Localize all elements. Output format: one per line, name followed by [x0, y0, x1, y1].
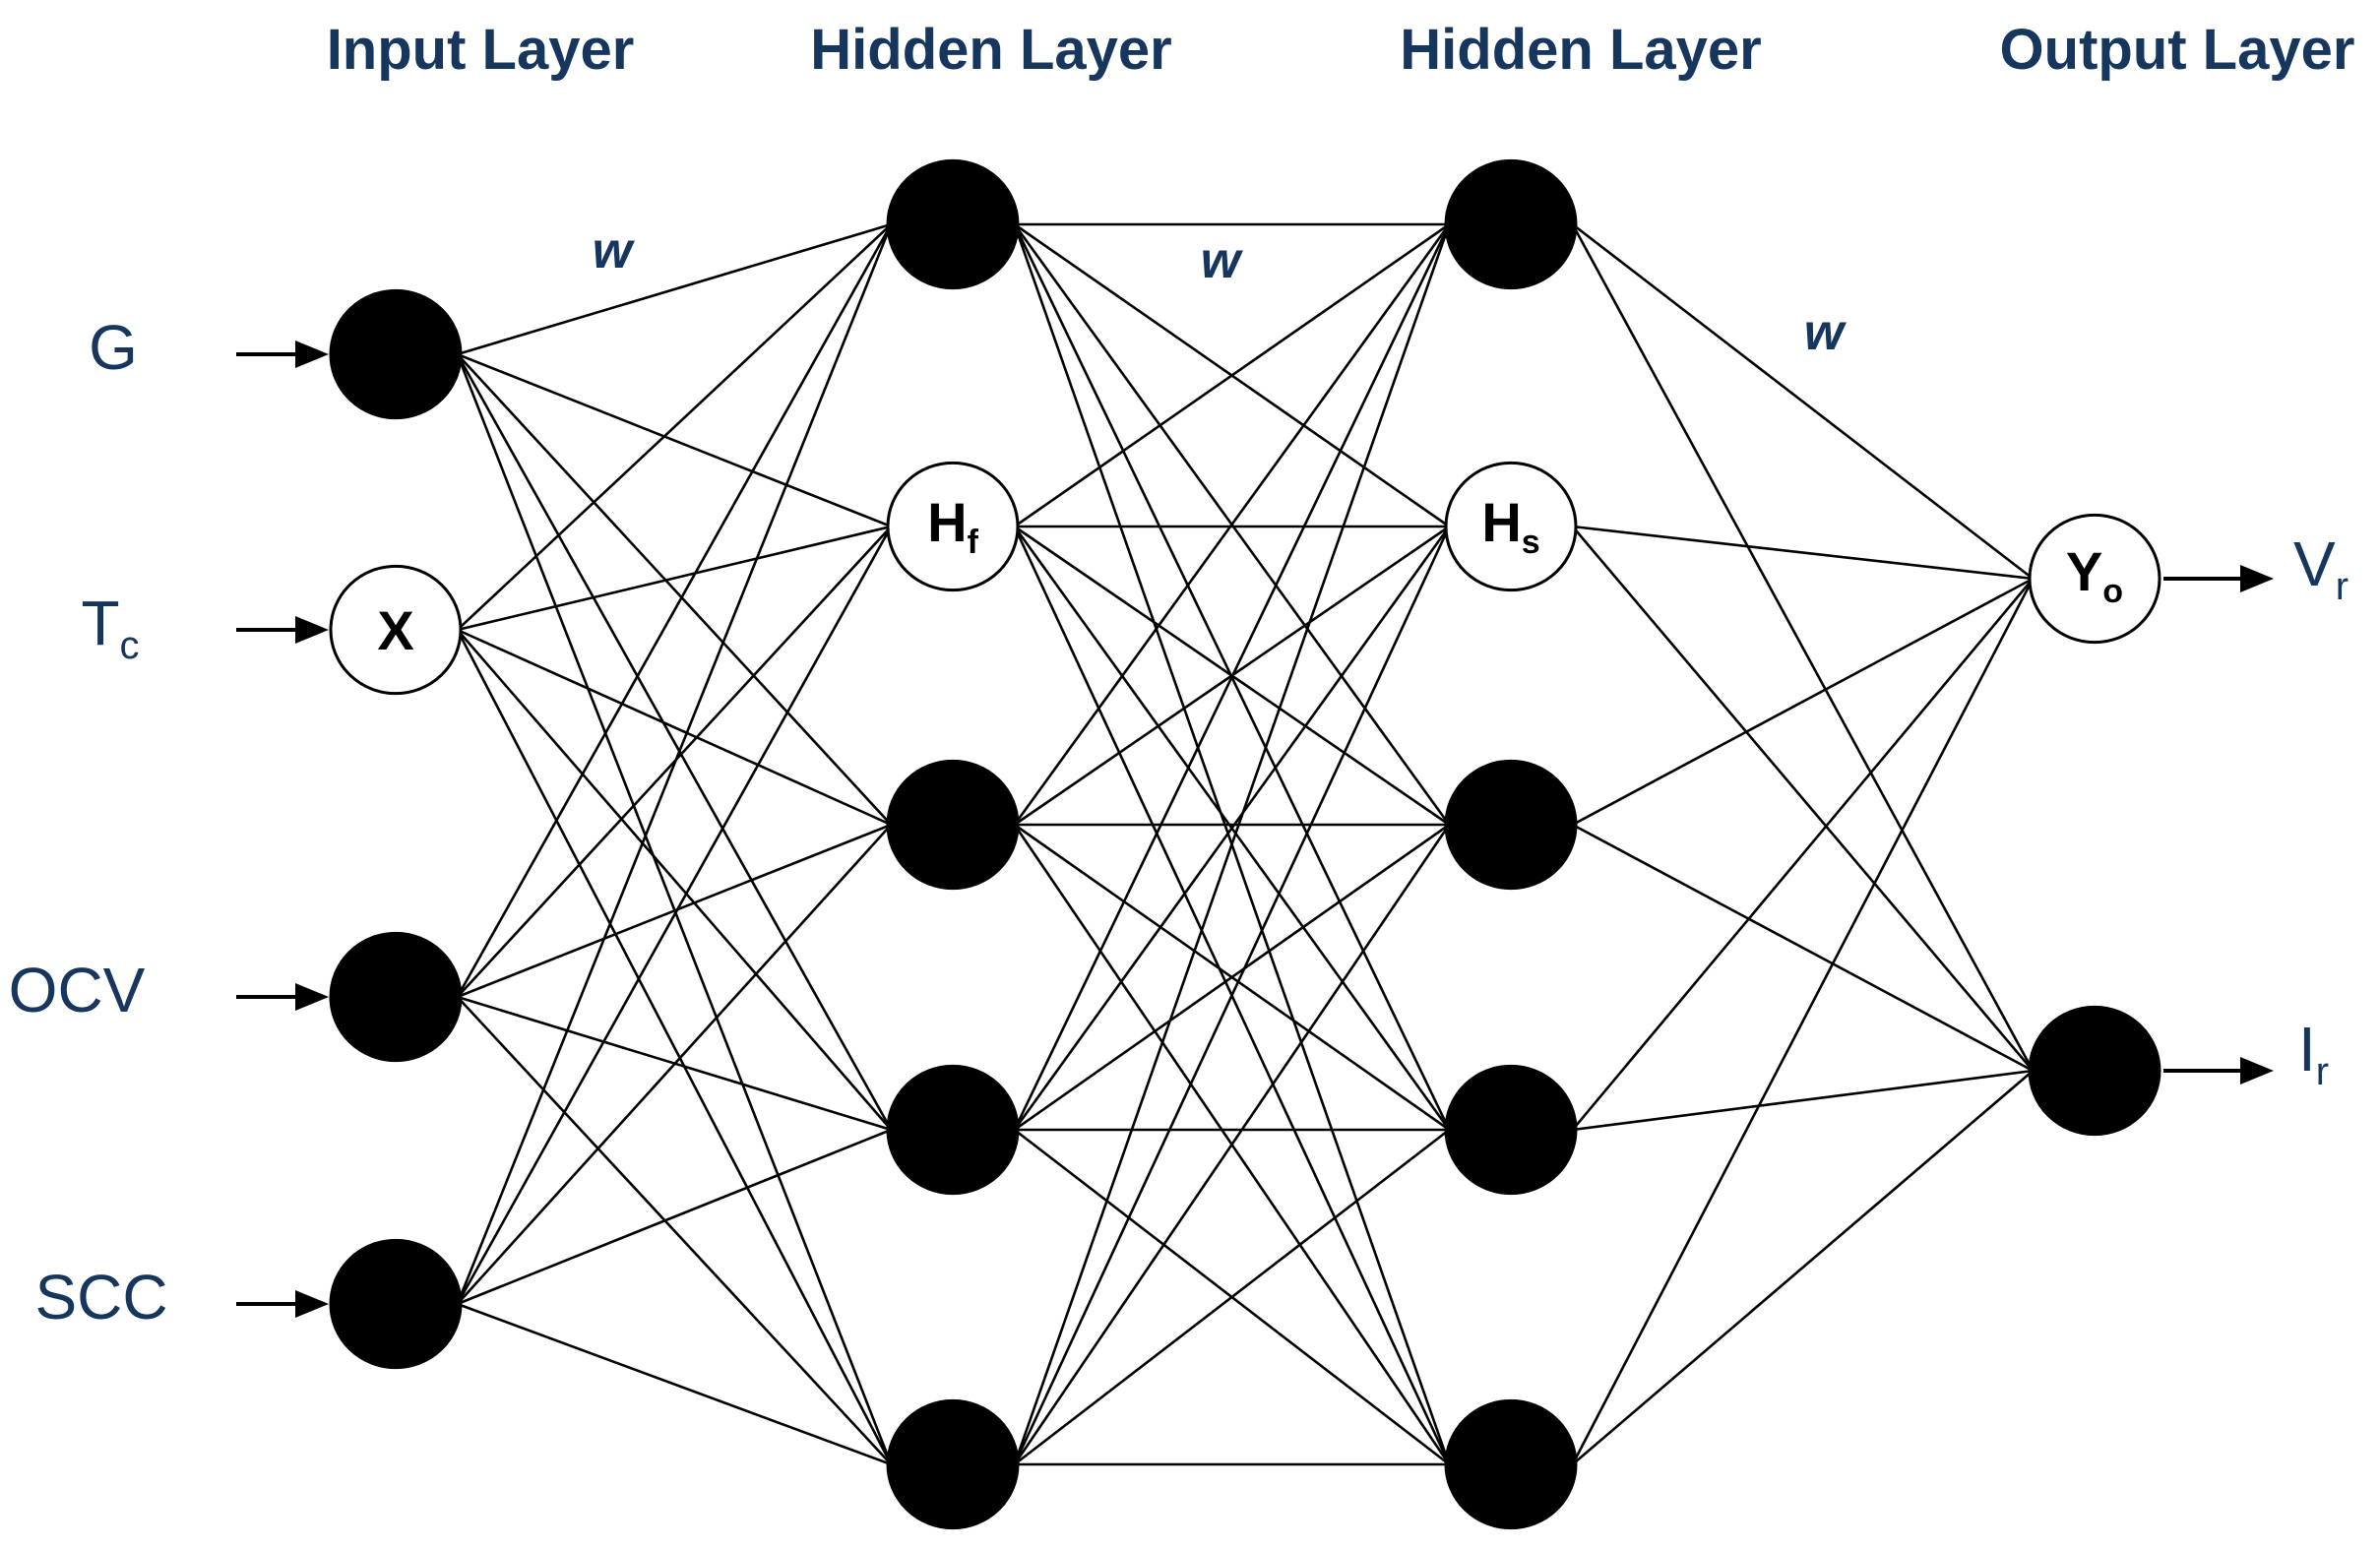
node-label-hs: Hs: [1481, 491, 1539, 561]
edge-input-1-hidden1-0: [456, 223, 893, 631]
input-label-g: G: [89, 312, 138, 383]
output-arrow-ir-head: [2240, 1057, 2274, 1085]
edge-hidden2-4-output-1: [1571, 1070, 2035, 1465]
weight-label-hidden-output: w: [1804, 304, 1848, 361]
node-hidden1-0: [886, 158, 1020, 290]
edge-hidden1-4-hidden2-1: [1013, 526, 1451, 1465]
network-nodes: [329, 158, 2161, 1530]
edge-hidden2-0-output-1: [1571, 223, 2035, 1072]
input-label-scc: SCC: [34, 1262, 167, 1333]
edge-input-1-hidden1-2: [457, 628, 892, 827]
edge-hidden2-1-output-0: [1572, 525, 2034, 581]
edge-hidden1-3-hidden2-0: [1013, 223, 1451, 1131]
input-arrow-ocv-head: [295, 983, 329, 1011]
node-hidden2-4: [1444, 1398, 1578, 1530]
input-arrow-scc-head: [295, 1290, 329, 1318]
edge-hidden1-4-hidden2-0: [1013, 223, 1451, 1465]
layer-title-input: Input Layer: [327, 18, 635, 82]
edge-input-3-hidden1-3: [457, 1128, 892, 1306]
edge-input-3-hidden1-1: [456, 526, 893, 1305]
edge-input-1-hidden1-1: [457, 525, 892, 632]
node-output-0: [2028, 513, 2161, 645]
node-hidden2-0: [1444, 158, 1578, 290]
node-input-3: [329, 1238, 463, 1370]
edge-hidden2-3-output-0: [1571, 578, 2035, 1131]
edge-hidden2-4-output-0: [1571, 578, 2035, 1465]
edge-hidden2-3-output-1: [1572, 1069, 2034, 1132]
edge-hidden2-2-output-0: [1572, 577, 2034, 827]
node-input-2: [329, 931, 463, 1063]
node-hidden1-2: [886, 759, 1020, 891]
weight-label-hidden-hidden: w: [1201, 232, 1244, 289]
node-hidden2-2: [1444, 759, 1578, 891]
node-label-yo: Yo: [2066, 540, 2123, 610]
input-arrow-g-head: [295, 341, 329, 368]
edge-input-0-hidden1-0: [457, 222, 892, 356]
edge-hidden2-0-output-0: [1571, 222, 2035, 581]
edge-input-3-hidden1-0: [456, 223, 893, 1305]
input-label-tc: Tc: [81, 588, 139, 667]
edge-input-2-hidden1-4: [456, 996, 893, 1465]
layer-title-hidden-1: Hidden Layer: [810, 18, 1171, 82]
node-hidden1-3: [886, 1064, 1020, 1196]
edge-hidden1-4-hidden2-3: [1013, 1128, 1451, 1466]
edge-hidden1-4-hidden2-2: [1013, 824, 1451, 1465]
edge-input-3-hidden1-2: [456, 824, 893, 1305]
edge-hidden1-3-hidden2-2: [1013, 823, 1451, 1132]
edge-input-0-hidden1-3: [456, 353, 893, 1131]
node-input-1: [329, 564, 463, 696]
edge-input-1-hidden1-4: [456, 629, 893, 1465]
input-arrow-tc-head: [295, 616, 329, 644]
edge-input-2-hidden1-0: [456, 223, 893, 998]
weight-label-input-hidden: w: [593, 222, 636, 279]
node-hidden2-3: [1444, 1064, 1578, 1196]
node-output-1: [2028, 1005, 2161, 1137]
output-arrow-vr-head: [2240, 565, 2274, 592]
layer-title-output: Output Layer: [2000, 18, 2355, 82]
node-hidden1-4: [886, 1398, 1020, 1530]
edge-input-0-hidden1-1: [457, 352, 892, 528]
node-hidden1-1: [886, 461, 1020, 592]
output-label-ir: Ir: [2298, 1014, 2329, 1093]
connection-edges: [456, 222, 2035, 1466]
output-label-vr: Vr: [2293, 528, 2349, 608]
edge-hidden1-2-hidden2-0: [1013, 223, 1451, 826]
edge-input-2-hidden1-2: [457, 823, 892, 999]
edge-input-0-hidden1-4: [456, 353, 893, 1465]
edge-input-1-hidden1-3: [456, 629, 893, 1131]
input-label-ocv: OCV: [9, 955, 146, 1025]
node-label-x: X: [377, 599, 413, 661]
layer-title-hidden-2: Hidden Layer: [1400, 18, 1761, 82]
edge-hidden2-2-output-1: [1572, 823, 2034, 1073]
edge-hidden1-3-hidden2-1: [1013, 526, 1451, 1131]
edge-hidden1-1-hidden2-0: [1013, 222, 1451, 528]
node-label-hf: Hf: [927, 491, 978, 561]
node-hidden2-1: [1444, 461, 1578, 592]
edge-input-0-hidden1-2: [456, 353, 893, 826]
node-labels: X Hf Hs Yo: [377, 491, 2123, 661]
node-input-0: [329, 288, 463, 420]
edge-input-3-hidden1-4: [457, 1302, 892, 1466]
edge-hidden2-1-output-1: [1571, 526, 2035, 1072]
io-arrows: [236, 341, 2274, 1318]
